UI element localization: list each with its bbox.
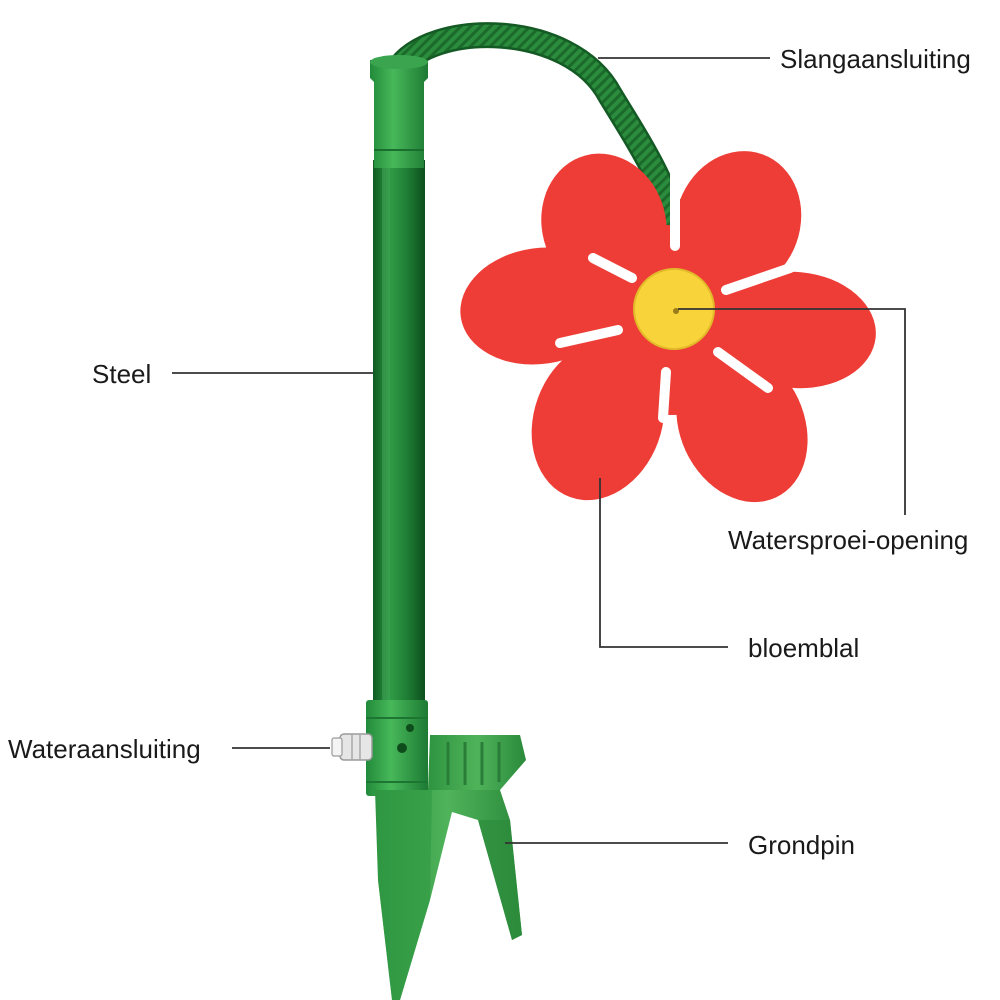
top-collar [370, 55, 428, 168]
flexible-hose [385, 22, 688, 258]
quick-connector-icon [331, 733, 373, 761]
stem [373, 160, 425, 720]
ground-pin [375, 735, 526, 1000]
label-stem: Steel [92, 359, 151, 389]
label-hose-connection: Slangaansluiting [780, 44, 971, 74]
labels: Slangaansluiting Steel Watersproei-openi… [8, 44, 971, 860]
petal-slits [555, 170, 795, 423]
label-petal: bloemblal [748, 633, 859, 663]
base-clamp [366, 700, 428, 796]
label-spray-opening: Watersproei-opening [728, 525, 968, 555]
leader-spray-opening [678, 308, 906, 515]
label-ground-pin: Grondpin [748, 830, 855, 860]
label-water-connection: Wateraansluiting [8, 734, 201, 764]
leader-petal [599, 478, 728, 648]
leader-lines [172, 57, 906, 844]
